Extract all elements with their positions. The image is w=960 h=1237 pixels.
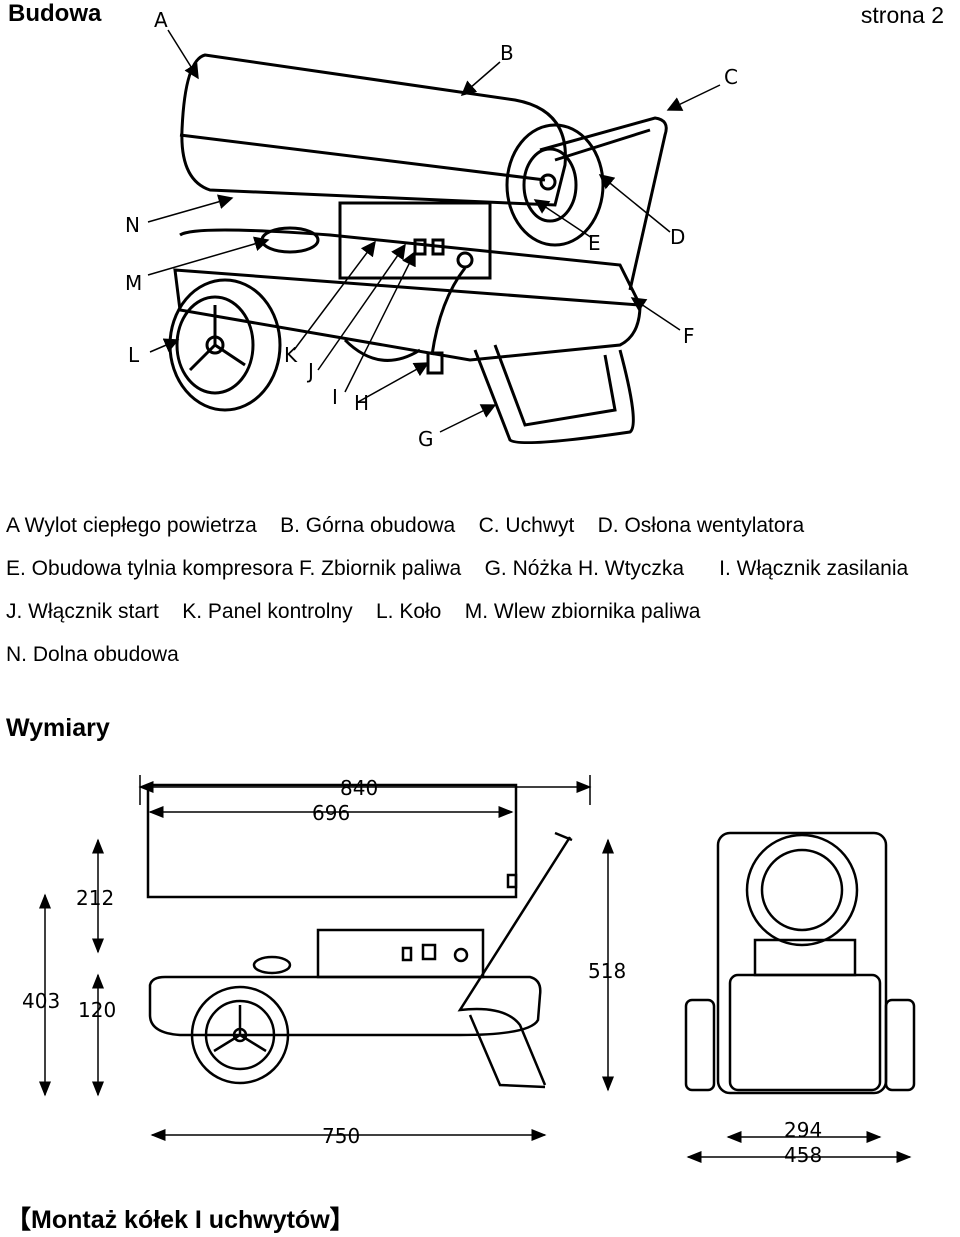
page-title: Budowa: [8, 0, 102, 27]
label-m: M: [125, 271, 142, 295]
legend-item: M. Wlew zbiornika paliwa: [464, 600, 701, 623]
legend-item: K. Panel kontrolny: [182, 600, 353, 623]
label-b: B: [500, 41, 514, 65]
label-a: A: [154, 8, 168, 32]
label-k: K: [284, 343, 298, 367]
legend-item: J. Włącznik start: [6, 600, 159, 623]
page-number: strona 2: [860, 2, 944, 28]
dim-tank-height: 120: [78, 998, 116, 1022]
legend-item: B. Górna obudowa: [280, 514, 456, 537]
label-h: H: [354, 391, 369, 415]
dim-body-length: 696: [312, 801, 350, 825]
legend-item: L. Koło: [375, 600, 442, 623]
dim-inner-width: 294: [784, 1118, 822, 1142]
heater-illustration: A B C D E F G H I J K L M N: [125, 8, 738, 451]
label-i: I: [332, 385, 338, 409]
label-j: J: [306, 359, 314, 383]
legend-item: H. Wtyczka: [577, 557, 685, 580]
dim-base-length: 750: [322, 1124, 360, 1148]
dim-overall-height: 403: [22, 989, 60, 1013]
dimensions-heading: Wymiary: [6, 714, 110, 742]
label-f: F: [683, 324, 695, 348]
legend-item: C. Uchwyt: [478, 514, 575, 537]
legend-item: E. Obudowa tylnia kompresora: [6, 557, 294, 580]
legend-item: I. Włącznik zasilania: [719, 557, 909, 580]
label-e: E: [588, 231, 601, 255]
label-d: D: [670, 225, 685, 249]
label-l: L: [128, 343, 140, 367]
label-c: C: [724, 65, 738, 89]
legend-item: N. Dolna obudowa: [6, 643, 179, 666]
label-g: G: [418, 427, 434, 451]
dim-front-height: 518: [588, 959, 626, 983]
label-n: N: [125, 213, 140, 237]
parts-legend: A Wylot ciepłego powietrza B. Górna obud…: [6, 504, 956, 676]
dim-top-height: 212: [76, 886, 114, 910]
dimensions-drawing: 840 696 212 403 120 750 518 294 458: [22, 775, 916, 1167]
legend-item: D. Osłona wentylatora: [597, 514, 805, 537]
legend-item: A Wylot ciepłego powietrza: [6, 514, 257, 537]
dim-total-length: 840: [340, 776, 378, 800]
legend-item: F. Zbiornik paliwa: [298, 557, 462, 580]
mounting-heading: 【Montaż kółek I uchwytów】: [6, 1206, 355, 1234]
legend-item: G. Nóżka: [484, 557, 573, 580]
dim-outer-width: 458: [784, 1143, 822, 1167]
